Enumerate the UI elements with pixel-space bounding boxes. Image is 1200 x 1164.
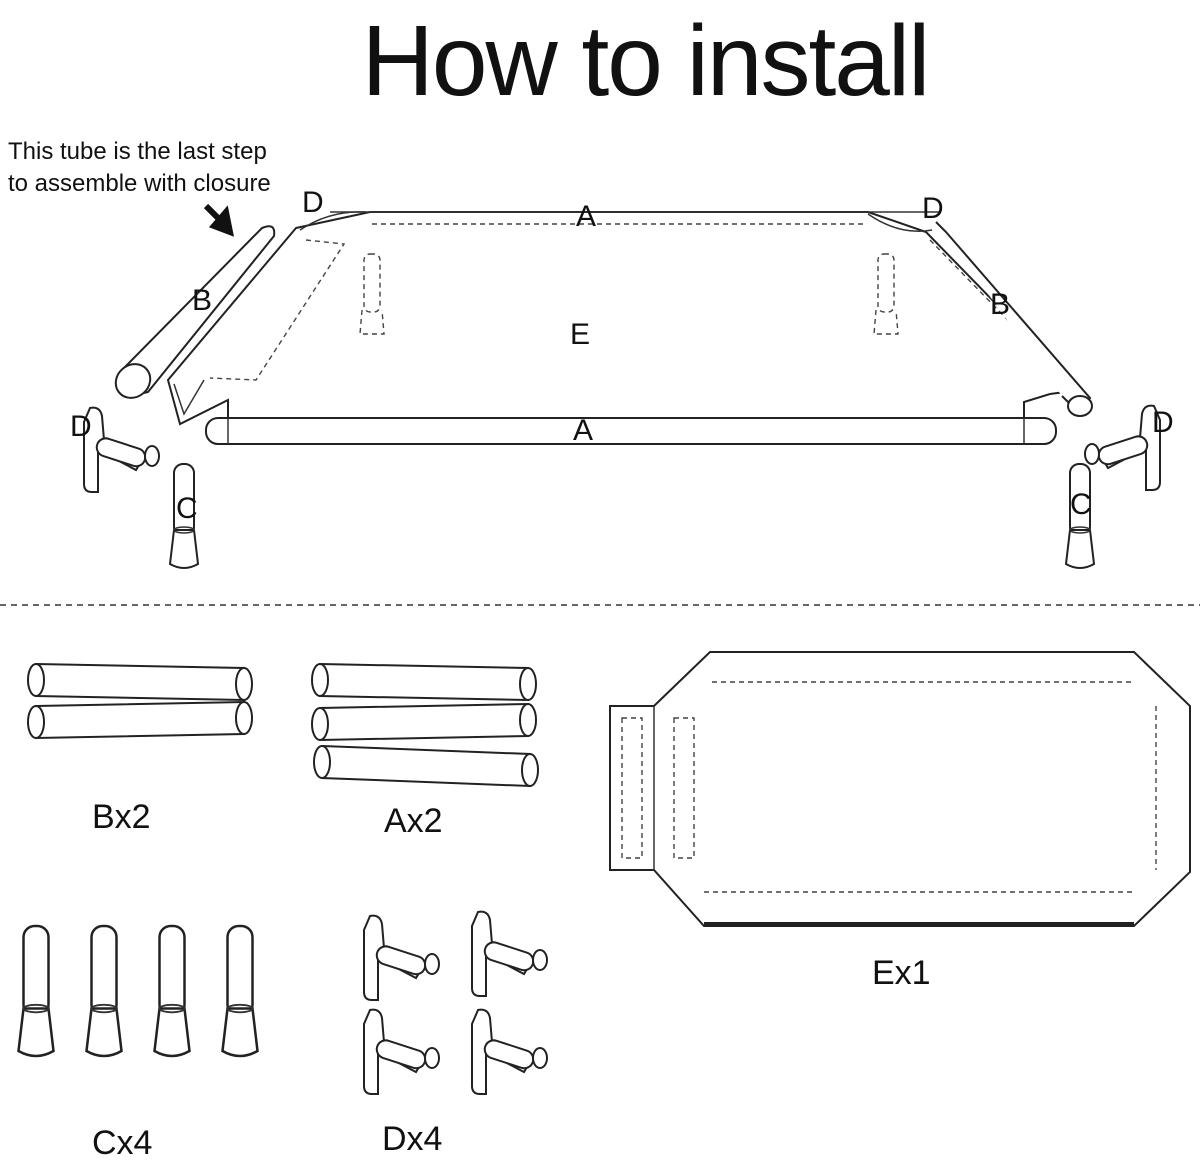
label-d-top-left: D: [302, 186, 324, 219]
label-b-left: B: [192, 284, 212, 317]
label-c-left: C: [176, 492, 198, 525]
elbow-d-left: [83, 406, 160, 493]
caption-a: Ax2: [384, 802, 443, 840]
page-title: How to install: [361, 5, 931, 117]
caption-c: Cx4: [92, 1124, 152, 1162]
note-line-2: to assemble with closure: [8, 170, 271, 197]
label-d-right: D: [1152, 406, 1174, 439]
label-d-left: D: [70, 410, 92, 443]
parts-e-fabric: [609, 651, 1191, 927]
parts-c-legs: [17, 924, 259, 1058]
fabric-panel: [166, 211, 1083, 443]
label-a-bottom: A: [573, 414, 593, 447]
label-d-top-right: D: [922, 192, 944, 225]
parts-d-elbows: [363, 910, 548, 1095]
elbow-d-right: [1084, 404, 1161, 491]
note-line-1: This tube is the last step: [8, 138, 267, 165]
caption-b: Bx2: [92, 798, 151, 836]
label-b-right: B: [990, 288, 1010, 321]
inner-post-right: [873, 253, 899, 335]
label-c-right: C: [1070, 488, 1092, 521]
label-a-top: A: [576, 200, 596, 233]
tube-b-right: [935, 221, 1093, 417]
label-e: E: [570, 318, 590, 351]
caption-e: Ex1: [872, 954, 931, 992]
assembly-note: This tube is the last step to assemble w…: [8, 136, 271, 200]
parts-a-tubes: [311, 662, 539, 788]
caption-d: Dx4: [382, 1120, 442, 1158]
tube-a-bottom: [205, 417, 1057, 445]
tube-b-loose: [114, 225, 276, 399]
inner-post-left: [359, 253, 385, 335]
parts-b-tubes: [27, 662, 253, 740]
arrow-icon: [203, 203, 235, 237]
